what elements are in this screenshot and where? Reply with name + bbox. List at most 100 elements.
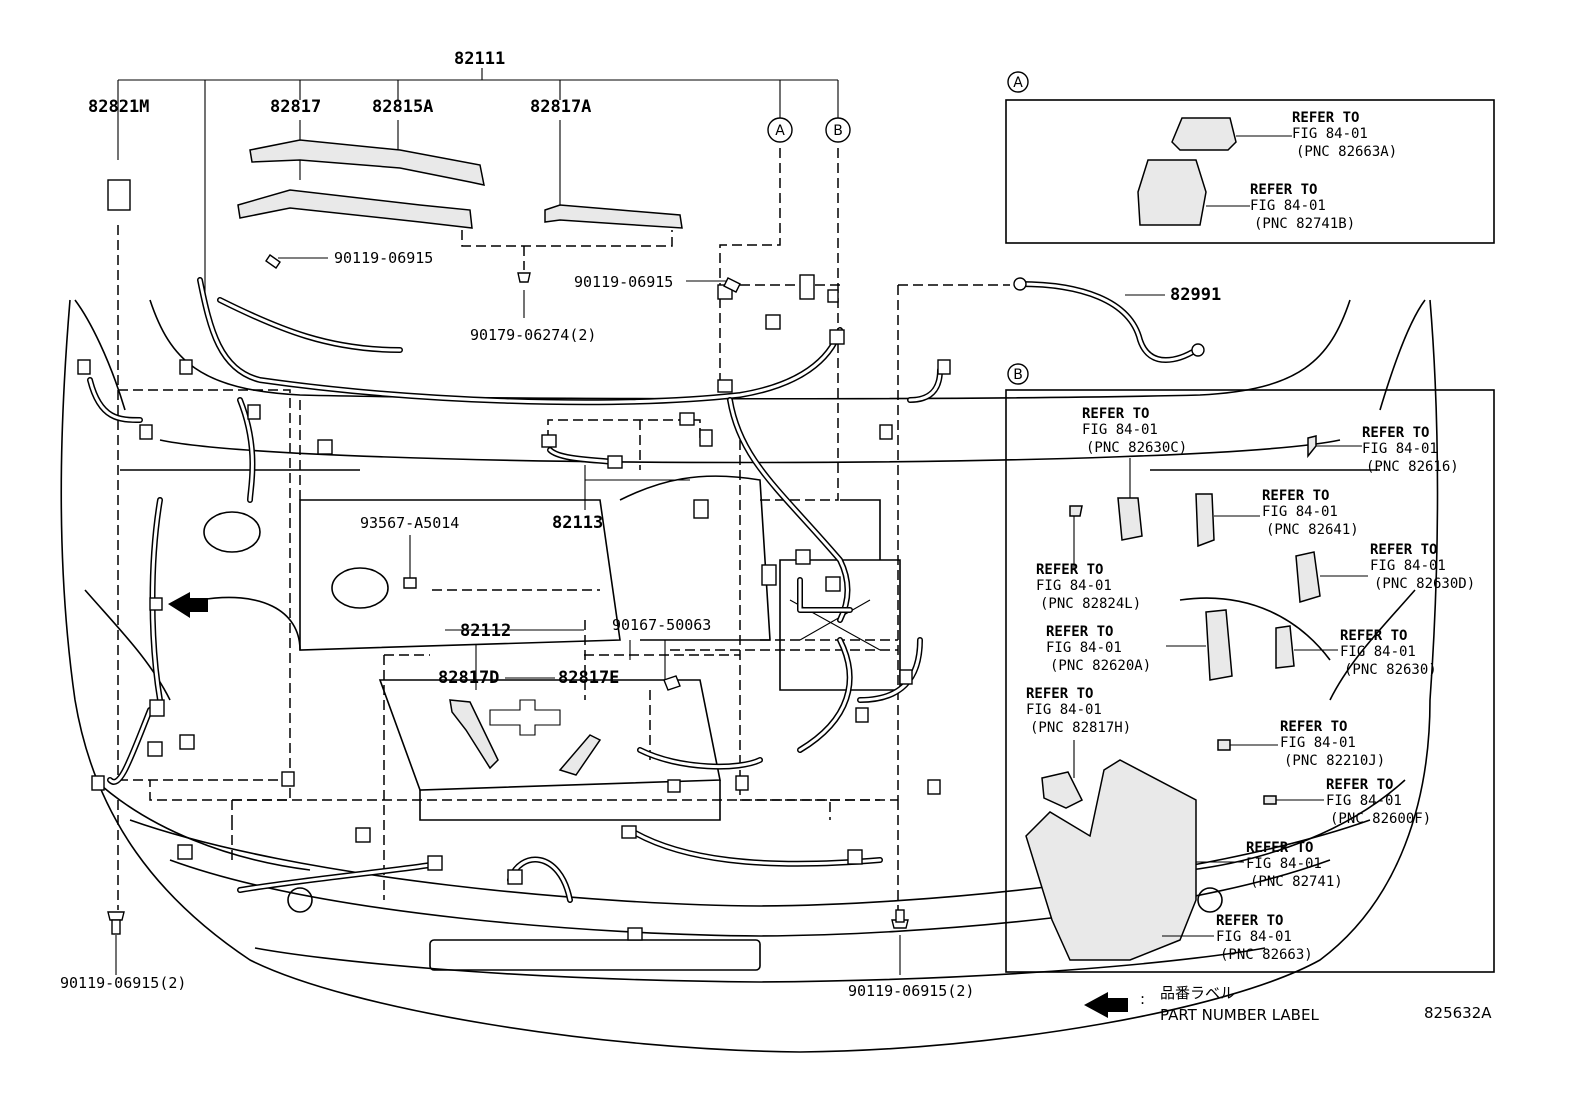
label-82817d: 82817D xyxy=(438,668,499,688)
svg-text:(PNC 82630C): (PNC 82630C) xyxy=(1086,440,1187,456)
ref-82630: REFER TO FIG 84-01 (PNC 82630) xyxy=(1340,628,1437,678)
harness-82817a xyxy=(544,204,683,229)
svg-text:REFER TO: REFER TO xyxy=(1262,488,1329,504)
ref-82663: REFER TO FIG 84-01 (PNC 82663) xyxy=(1216,913,1313,963)
clip-icon xyxy=(517,272,531,283)
callout-a-circle: A xyxy=(767,117,793,143)
ref-82817h: REFER TO FIG 84-01 (PNC 82817H) xyxy=(1026,686,1131,736)
label-bolt-90119-right: 90119-06915 xyxy=(574,273,673,291)
bolt-icon xyxy=(663,675,681,691)
bolt-icon xyxy=(891,909,909,929)
svg-text:REFER TO: REFER TO xyxy=(1280,719,1347,735)
bracket-82817d xyxy=(449,699,499,770)
svg-text:REFER TO: REFER TO xyxy=(1292,110,1359,126)
label-93567: 93567-A5014 xyxy=(360,514,459,532)
legend-arrow-icon xyxy=(1084,992,1128,1018)
relay-block-icon xyxy=(1171,117,1237,151)
ref-82616: REFER TO FIG 84-01 (PNC 82616) xyxy=(1362,425,1459,475)
bracket-82817e xyxy=(558,734,602,776)
svg-text:(PNC 82663): (PNC 82663) xyxy=(1220,947,1313,963)
part-labels: 82111 82821M 82817 82815A 82817A 90119-0… xyxy=(60,49,1492,1022)
svg-text:FIG 84-01: FIG 84-01 xyxy=(1250,198,1326,214)
svg-text:FIG 84-01: FIG 84-01 xyxy=(1216,929,1292,945)
label-82113: 82113 xyxy=(552,513,603,533)
legend-english: PART NUMBER LABEL xyxy=(1160,1006,1319,1024)
bolt-icon xyxy=(723,277,741,293)
svg-text:(PNC 82741): (PNC 82741) xyxy=(1250,874,1343,890)
harness-connectors xyxy=(77,179,1205,941)
svg-text:FIG 84-01: FIG 84-01 xyxy=(1262,504,1338,520)
svg-text:(PNC 82741B): (PNC 82741B) xyxy=(1254,216,1355,232)
svg-text:(PNC 82824L): (PNC 82824L) xyxy=(1040,596,1141,612)
harness-82817 xyxy=(237,189,473,229)
relay-box-icon xyxy=(1025,759,1197,961)
svg-text:REFER TO: REFER TO xyxy=(1362,425,1429,441)
svg-text:REFER TO: REFER TO xyxy=(1340,628,1407,644)
svg-text:(PNC 82663A): (PNC 82663A) xyxy=(1296,144,1397,160)
label-clip-90179: 90179-06274(2) xyxy=(470,326,596,344)
svg-text:FIG 84-01: FIG 84-01 xyxy=(1026,702,1102,718)
label-82821m: 82821M xyxy=(88,97,149,117)
svg-text:FIG 84-01: FIG 84-01 xyxy=(1370,558,1446,574)
svg-text:FIG 84-01: FIG 84-01 xyxy=(1326,793,1402,809)
ref-82824l: REFER TO FIG 84-01 (PNC 82824L) xyxy=(1036,562,1141,612)
ref-82620a: REFER TO FIG 84-01 (PNC 82620A) xyxy=(1046,624,1151,674)
svg-text:REFER TO: REFER TO xyxy=(1370,542,1437,558)
label-82991: 82991 xyxy=(1170,285,1221,305)
ref-82641: REFER TO FIG 84-01 (PNC 82641) xyxy=(1262,488,1359,538)
svg-text:B: B xyxy=(833,123,843,139)
svg-text:FIG 84-01: FIG 84-01 xyxy=(1280,735,1356,751)
svg-text:FIG 84-01: FIG 84-01 xyxy=(1292,126,1368,142)
svg-text:REFER TO: REFER TO xyxy=(1026,686,1093,702)
svg-text:FIG 84-01: FIG 84-01 xyxy=(1036,578,1112,594)
ref-82741: REFER TO FIG 84-01 (PNC 82741) xyxy=(1246,840,1343,890)
legend-japanese: 品番ラベル xyxy=(1160,984,1235,1002)
svg-text:FIG 84-01: FIG 84-01 xyxy=(1362,441,1438,457)
harness-wires xyxy=(87,277,1199,903)
svg-text:(PNC 82600F): (PNC 82600F) xyxy=(1330,811,1431,827)
svg-text:REFER TO: REFER TO xyxy=(1250,182,1317,198)
label-82817: 82817 xyxy=(270,97,321,117)
svg-text:REFER TO: REFER TO xyxy=(1216,913,1283,929)
ref-82630c: REFER TO FIG 84-01 (PNC 82630C) xyxy=(1082,406,1187,456)
bolt-icon xyxy=(403,577,417,589)
part-number-label-arrow-icon xyxy=(168,592,208,618)
svg-text:REFER TO: REFER TO xyxy=(1326,777,1393,793)
legend-separator: : xyxy=(1140,990,1145,1008)
detail-box-b: B REFER TO FIG 84-01 (PNC 82630C) xyxy=(1005,363,1495,973)
svg-text:REFER TO: REFER TO xyxy=(1246,840,1313,856)
svg-text:A: A xyxy=(775,123,785,139)
legend: : 品番ラベル PART NUMBER LABEL xyxy=(1140,984,1319,1024)
detail-box-a: A REFER TO FIG 84-01 (PNC 82663A) REFER … xyxy=(1005,71,1495,244)
ref-82210j: REFER TO FIG 84-01 (PNC 82210J) xyxy=(1280,719,1385,769)
svg-text:FIG 84-01: FIG 84-01 xyxy=(1340,644,1416,660)
ref-82600f: REFER TO FIG 84-01 (PNC 82600F) xyxy=(1326,777,1431,827)
leader-lines xyxy=(115,68,1165,975)
svg-text:REFER TO: REFER TO xyxy=(1046,624,1113,640)
dashed-guides xyxy=(117,148,1010,915)
fuse-box-icon xyxy=(1137,159,1207,226)
ref-82741b: REFER TO FIG 84-01 (PNC 82741B) xyxy=(1250,182,1355,232)
sub-harness-parts xyxy=(237,139,683,776)
svg-text:(PNC 82620A): (PNC 82620A) xyxy=(1050,658,1151,674)
ref-82630d: REFER TO FIG 84-01 (PNC 82630D) xyxy=(1370,542,1475,592)
label-82111: 82111 xyxy=(454,49,505,69)
callout-b-circle: B xyxy=(825,117,851,143)
ref-82663a: REFER TO FIG 84-01 (PNC 82663A) xyxy=(1292,110,1397,160)
box-b-tag: B xyxy=(1013,367,1023,383)
svg-text:(PNC 82641): (PNC 82641) xyxy=(1266,522,1359,538)
harness-82815a xyxy=(249,139,485,186)
svg-text:(PNC 82616): (PNC 82616) xyxy=(1366,459,1459,475)
svg-text:REFER TO: REFER TO xyxy=(1082,406,1149,422)
svg-text:REFER TO: REFER TO xyxy=(1036,562,1103,578)
svg-text:(PNC 82630): (PNC 82630) xyxy=(1344,662,1437,678)
label-bolt-bottom-left: 90119-06915(2) xyxy=(60,974,186,992)
label-82817e: 82817E xyxy=(558,668,619,688)
connector-82821m xyxy=(107,179,131,211)
svg-text:FIG 84-01: FIG 84-01 xyxy=(1046,640,1122,656)
svg-text:FIG 84-01: FIG 84-01 xyxy=(1082,422,1158,438)
svg-text:(PNC 82630D): (PNC 82630D) xyxy=(1374,576,1475,592)
bolt-icon xyxy=(265,254,281,269)
box-a-tag: A xyxy=(1013,75,1023,91)
